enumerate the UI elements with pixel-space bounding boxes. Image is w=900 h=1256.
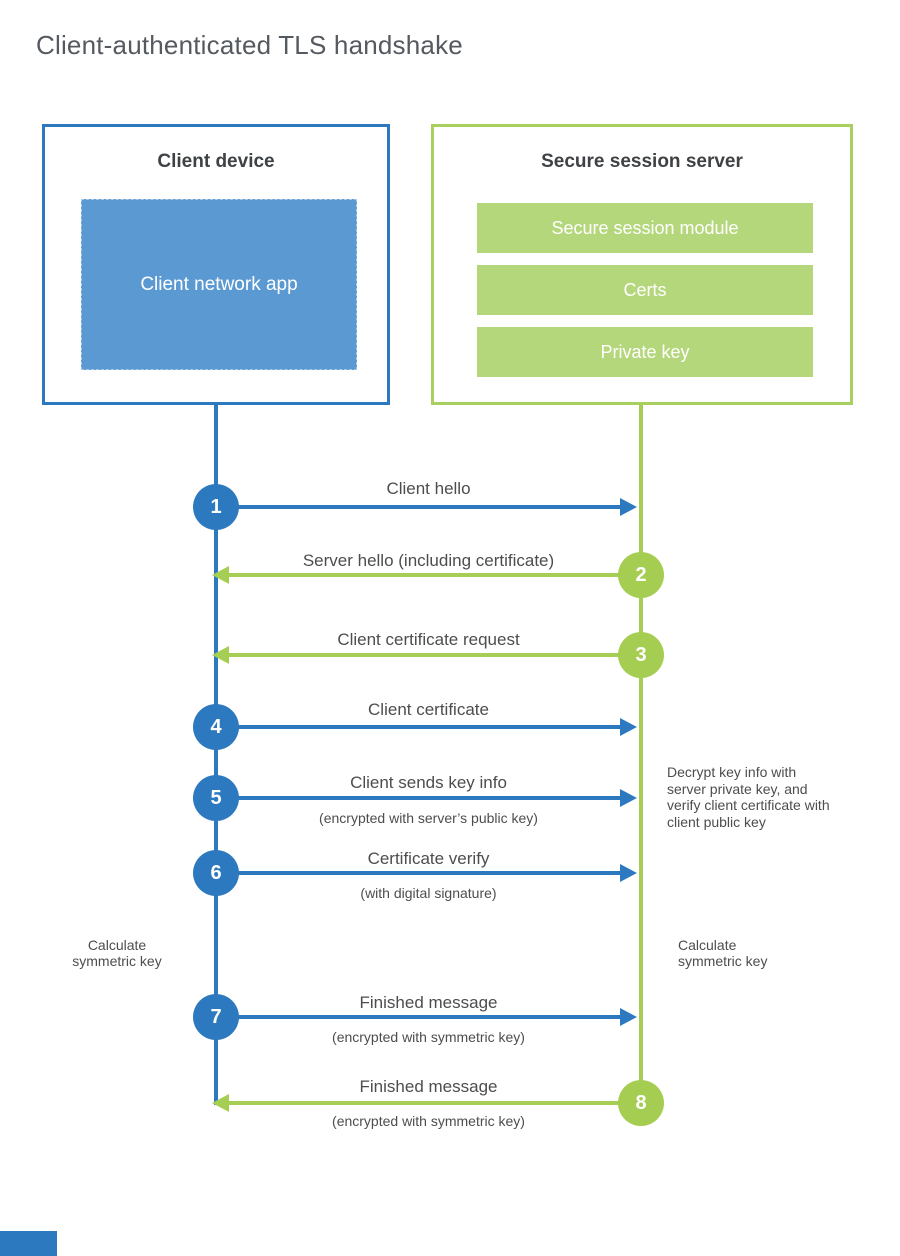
message-7-subtext: (encrypted with symmetric key) [332, 1029, 525, 1045]
arrow-head-left-icon [212, 646, 229, 664]
arrow-finished-message-client [216, 1008, 637, 1026]
message-6-label: Certificate verify [367, 849, 490, 868]
step-3-badge: 3 [618, 632, 664, 678]
server-module-private-key: Private key [477, 327, 813, 377]
step-8-badge: 8 [618, 1080, 664, 1126]
arrow-shaft [229, 573, 641, 577]
secure-session-server-box: Secure session server Secure session mod… [431, 124, 853, 405]
client-calculate-symmetric-key-note: Calculate symmetric key [72, 937, 162, 969]
server-lifeline [639, 405, 643, 1117]
arrow-client-certificate-request [212, 646, 641, 664]
arrow-certificate-verify [216, 864, 637, 882]
arrow-shaft [216, 725, 620, 729]
arrow-finished-message-server [212, 1094, 641, 1112]
secure-session-server-title: Secure session server [541, 151, 743, 172]
step-1-badge: 1 [193, 484, 239, 530]
arrow-head-right-icon [620, 864, 637, 882]
message-5-label: Client sends key info [350, 773, 507, 792]
message-1-label: Client hello [386, 479, 471, 498]
arrow-shaft [216, 505, 620, 509]
step-4-badge: 4 [193, 704, 239, 750]
arrow-shaft [216, 796, 620, 800]
arrow-head-right-icon [620, 1008, 637, 1026]
arrow-head-right-icon [620, 498, 637, 516]
message-5-subtext: (encrypted with server’s public key) [319, 810, 538, 826]
step-7-badge: 7 [193, 994, 239, 1040]
arrow-server-hello [212, 566, 641, 584]
message-2-label: Server hello (including certificate) [302, 551, 555, 570]
step-6-badge: 6 [193, 850, 239, 896]
arrow-shaft [229, 653, 641, 657]
message-8-subtext: (encrypted with symmetric key) [332, 1113, 525, 1129]
client-lifeline [214, 405, 218, 1105]
arrow-head-right-icon [620, 718, 637, 736]
message-4-label: Client certificate [368, 700, 489, 719]
arrow-head-left-icon [212, 566, 229, 584]
client-device-box: Client device Client network app [42, 124, 390, 405]
arrow-head-left-icon [212, 1094, 229, 1112]
message-3-label: Client certificate request [337, 630, 520, 649]
bottom-accent-bar [0, 1231, 57, 1256]
step-2-badge: 2 [618, 552, 664, 598]
arrow-client-sends-key-info [216, 789, 637, 807]
arrow-client-hello [216, 498, 637, 516]
step-5-badge: 5 [193, 775, 239, 821]
arrow-shaft [216, 871, 620, 875]
server-calculate-symmetric-key-note: Calculate symmetric key [678, 937, 768, 969]
client-network-app-box: Client network app [81, 199, 357, 370]
server-module-certs: Certs [477, 265, 813, 315]
message-6-subtext: (with digital signature) [360, 885, 497, 901]
arrow-shaft [216, 1015, 620, 1019]
client-device-title: Client device [157, 151, 275, 172]
server-decrypt-note: Decrypt key info with server private key… [667, 764, 830, 830]
arrow-shaft [229, 1101, 641, 1105]
server-module-secure-session: Secure session module [477, 203, 813, 253]
arrow-head-right-icon [620, 789, 637, 807]
arrow-client-certificate [216, 718, 637, 736]
message-7-label: Finished message [359, 993, 498, 1012]
message-8-label: Finished message [359, 1077, 498, 1096]
page-title: Client-authenticated TLS handshake [36, 30, 463, 60]
